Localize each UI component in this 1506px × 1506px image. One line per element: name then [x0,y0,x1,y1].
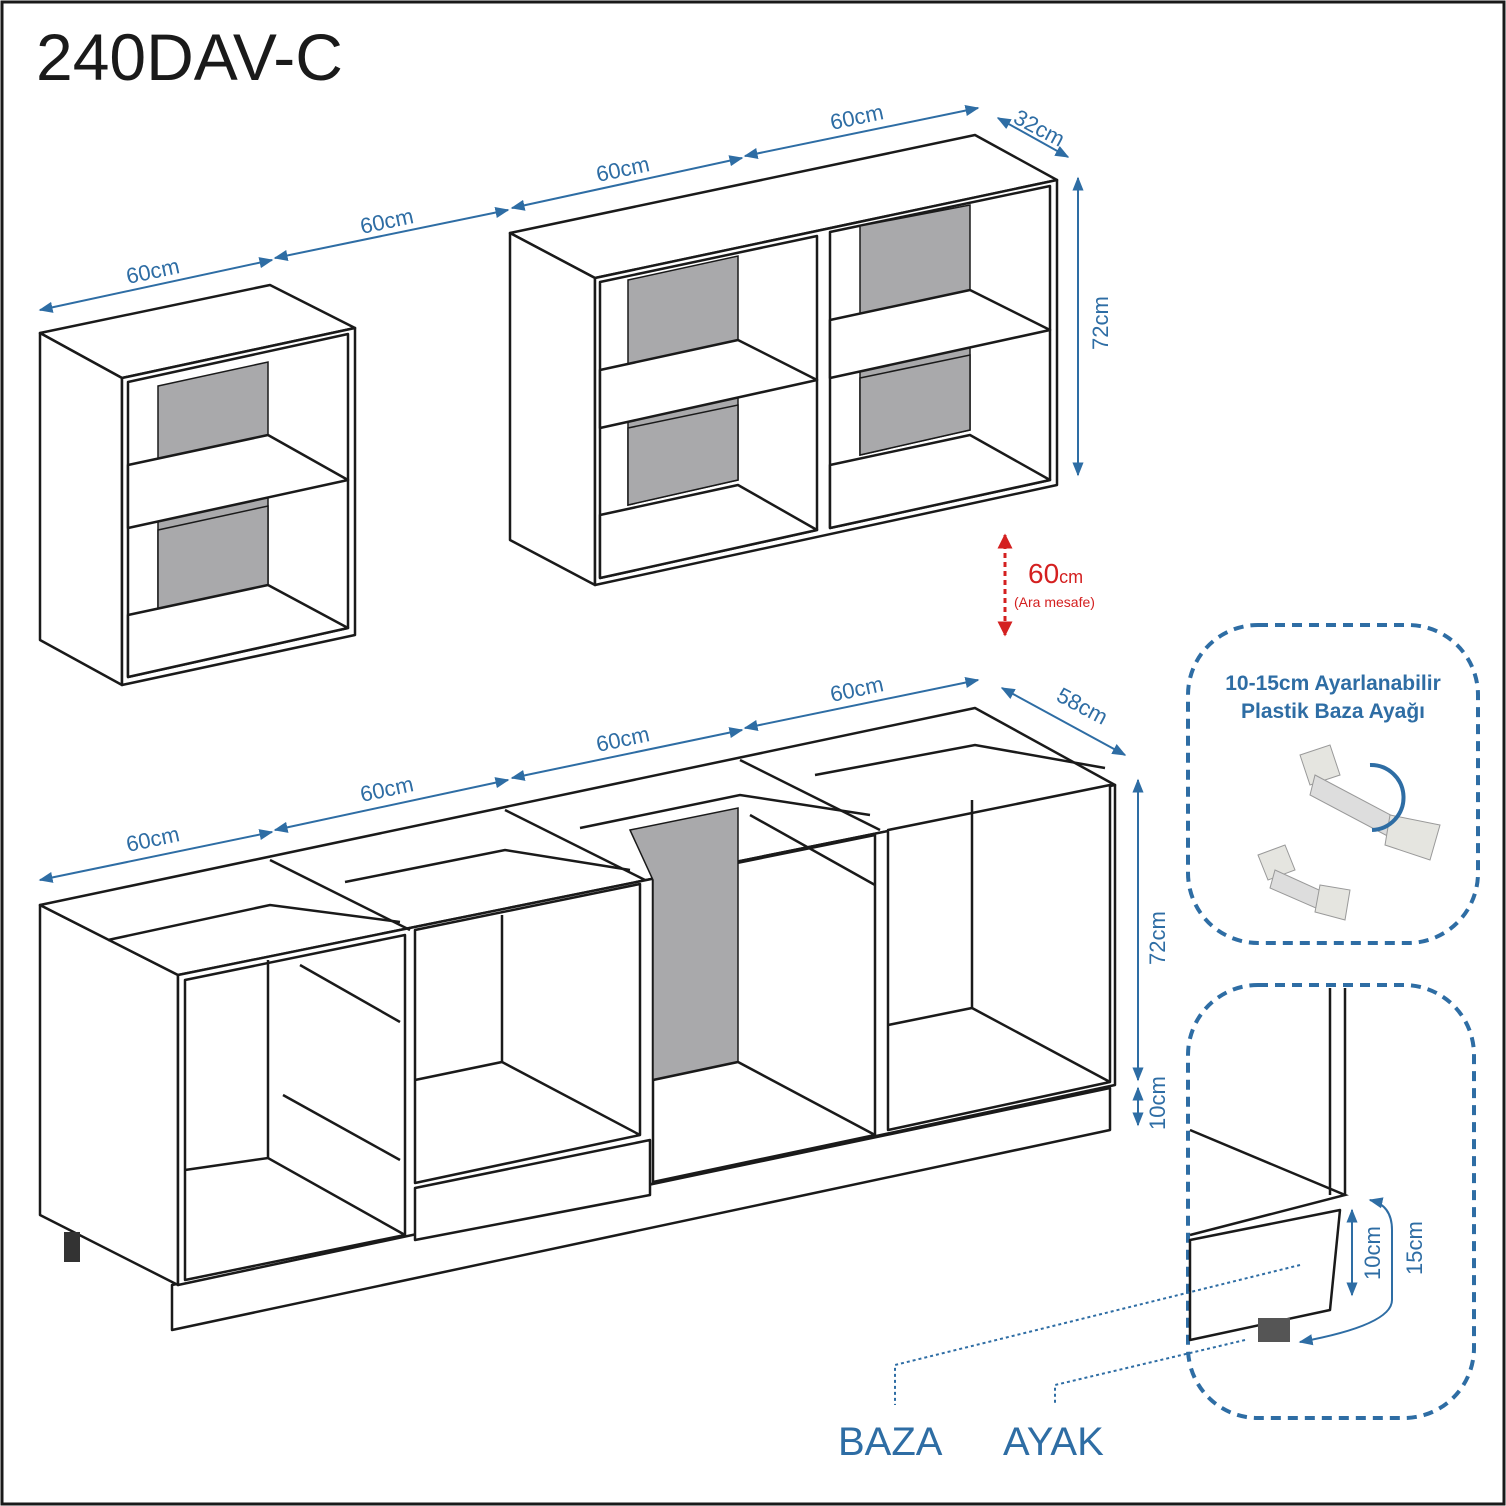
base-plinth-height: 10cm [1145,1076,1170,1130]
svg-text:60cm: 60cm [1028,558,1083,589]
leg-icon [64,1232,80,1262]
leg-box-title-2: Plastik Baza Ayağı [1241,700,1425,723]
product-code: 240DAV-C [36,20,343,94]
upper-cabinet-single [38,283,357,687]
gap-indicator: 60cm (Ara mesafe) [997,533,1095,637]
baza-label: BAZA [838,1420,943,1464]
adjustable-leg-box: 10-15cm Ayarlanabilir Plastik Baza Ayağı [1186,623,1480,945]
detail-plinth-height: 10cm [1360,1226,1385,1280]
upper-height: 72cm [1088,296,1113,350]
gap-note: (Ara mesafe) [1014,594,1095,610]
plinth-detail-box: 10cm 15cm [894,983,1476,1420]
ayak-label: AYAK [1003,1420,1104,1464]
leg-detail-icon [1258,1318,1290,1342]
plastic-leg-icon [1257,744,1441,921]
gap-value: 60 [1028,558,1059,589]
upper-cabinet-double [508,133,1059,587]
base-height: 72cm [1145,911,1170,965]
base-cabinets [38,706,1117,1332]
detail-leg-height: 15cm [1402,1221,1427,1275]
leg-box-title-1: 10-15cm Ayarlanabilir [1225,672,1441,695]
gap-unit: cm [1059,567,1083,587]
